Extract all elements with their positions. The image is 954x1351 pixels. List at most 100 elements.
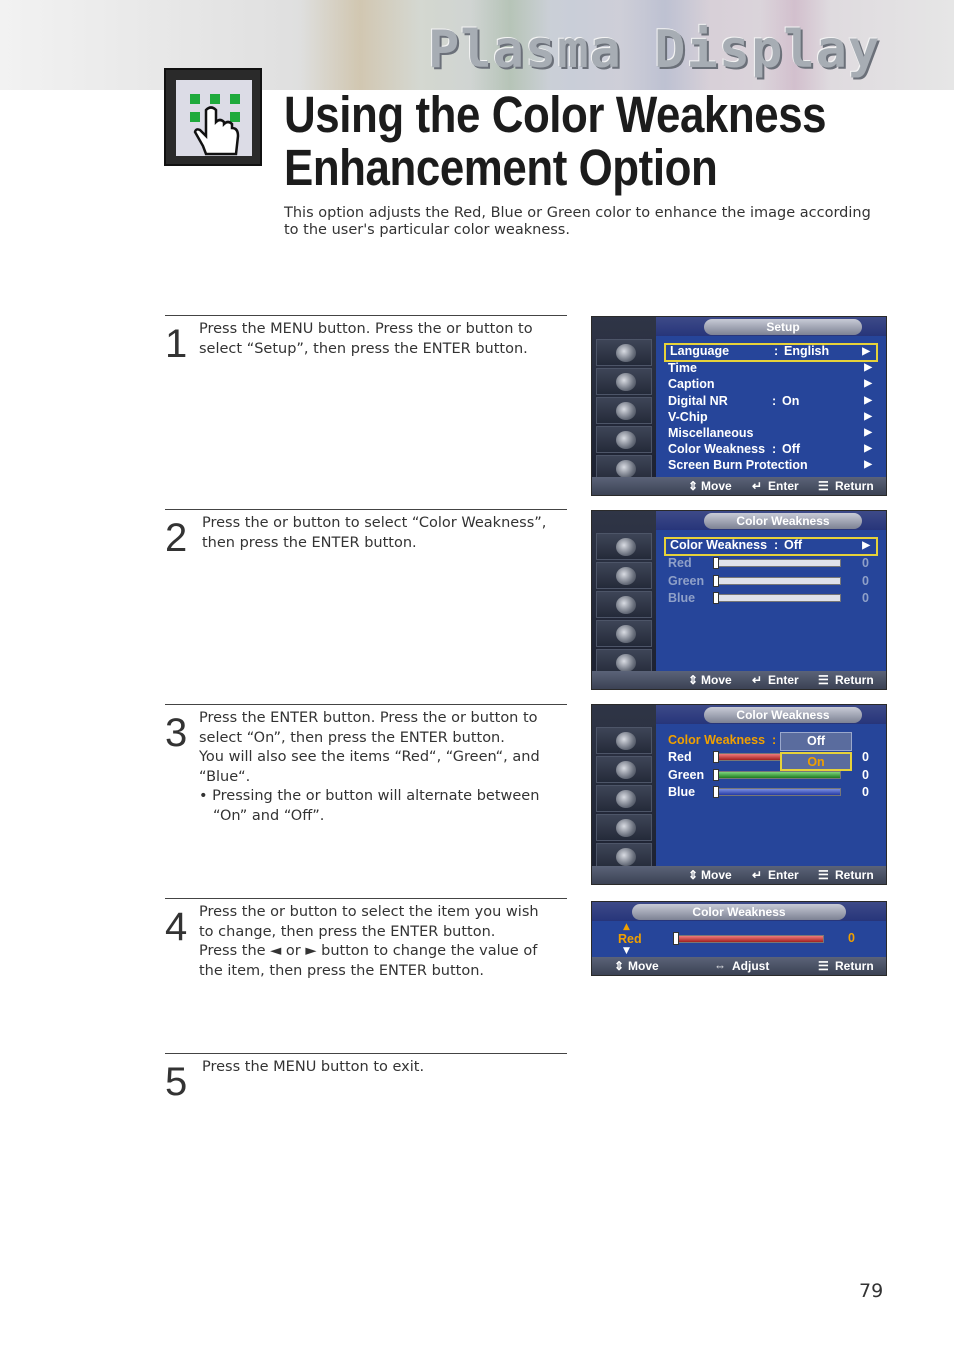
osd-item-miscellaneous[interactable]: Miscellaneous▶ — [668, 426, 872, 440]
setup-menu-icon — [596, 620, 652, 647]
osd-item-color-weakness[interactable]: Color Weakness:Off▶ — [664, 537, 878, 556]
step-3: 3 Press the ENTER button. Press the or b… — [165, 704, 567, 824]
page-number: 79 — [859, 1280, 884, 1302]
step-number: 4 — [165, 905, 188, 949]
arrow-right-icon: ▶ — [862, 346, 870, 357]
return-icon: ☰ — [818, 868, 829, 882]
osd-item-color-weakness[interactable]: Color Weakness: — [668, 733, 777, 747]
step-line: Press the ENTER button. Press the or but… — [199, 710, 538, 726]
osd-item-caption[interactable]: Caption▶ — [668, 377, 872, 391]
enter-icon: ↵ — [752, 673, 763, 687]
osd-item-color-weakness[interactable]: Color Weakness:Off▶ — [668, 442, 872, 456]
intro-text: This option adjusts the Red, Blue or Gre… — [284, 205, 871, 238]
up-down-icon: ⇕ — [688, 673, 699, 687]
channel-menu-icon — [596, 591, 652, 618]
page-title-line1: Using the Color Weakness — [284, 86, 827, 143]
step-line: “Blue“. — [199, 768, 251, 785]
step-line: the item, then press the ENTER button. — [199, 962, 485, 979]
hand-pointer-icon — [164, 68, 262, 166]
adjust-label: Red — [618, 932, 642, 946]
osd-footer: ⇕ Move ↵ Enter ☰ Return — [592, 866, 886, 884]
step-text: Press the or button to select the item y… — [199, 903, 567, 981]
step-line: You will also see the items “Red“, “Gree… — [199, 749, 540, 765]
sound-menu-icon — [596, 562, 652, 589]
osd-footer: ⇕ Move ⇔ Adjust ☰ Return — [592, 957, 886, 975]
up-down-icon: ⇕ — [688, 479, 699, 493]
picture-menu-icon — [596, 339, 652, 366]
step-text: Press the ENTER button. Press the or but… — [199, 709, 567, 826]
osd-title: Color Weakness — [632, 904, 846, 920]
sound-menu-icon — [596, 368, 652, 395]
dropdown-option-on[interactable]: On — [780, 752, 852, 771]
arrow-right-icon: ▶ — [864, 443, 872, 454]
step-text: Press the MENU button to exit. — [202, 1058, 570, 1078]
arrow-right-icon: ▶ — [864, 378, 872, 389]
arrow-right-icon: ▶ — [864, 459, 872, 470]
osd-item-digital-nr[interactable]: Digital NR:On▶ — [668, 394, 872, 408]
step-text: Press the or button to select “Color Wea… — [202, 514, 570, 553]
step-number: 3 — [165, 711, 188, 755]
up-down-icon: ⇕ — [688, 868, 699, 882]
step-1: 1 Press the MENU button. Press the or bu… — [165, 315, 567, 364]
return-icon: ☰ — [818, 959, 829, 973]
dropdown-option-off[interactable]: Off — [780, 732, 852, 751]
sound-menu-icon — [596, 756, 652, 783]
channel-menu-icon — [596, 785, 652, 812]
return-icon: ☰ — [818, 479, 829, 493]
page-title: Using the Color Weakness Enhancement Opt… — [284, 86, 827, 196]
step-line: • Pressing the or button will alternate … — [199, 788, 540, 804]
step-number: 1 — [165, 322, 188, 366]
setup-menu-icon — [596, 426, 652, 453]
slider-knob[interactable] — [673, 932, 679, 945]
osd-footer: ⇕ Move ↵ Enter ☰ Return — [592, 671, 886, 689]
step-2: 2 Press the or button to select “Color W… — [165, 509, 567, 558]
osd-item-v-chip[interactable]: V-Chip▶ — [668, 410, 872, 424]
osd-item-time[interactable]: Time▶ — [668, 361, 872, 375]
osd-title: Color Weakness — [704, 513, 862, 529]
banner-title: Plasma Display — [428, 20, 881, 80]
page-title-line2: Enhancement Option — [284, 139, 718, 196]
step-text: Press the MENU button. Press the or butt… — [199, 320, 567, 359]
osd-item-screen-burn-protection[interactable]: Screen Burn Protection▶ — [668, 458, 872, 472]
arrow-right-icon: ▶ — [864, 362, 872, 373]
setup-menu-icon — [596, 814, 652, 841]
osd-setup-menu: Setup Language:English▶ Time▶ Caption▶ D… — [591, 316, 887, 496]
arrow-right-icon: ▶ — [862, 540, 870, 551]
step-number: 5 — [165, 1060, 188, 1104]
step-4: 4 Press the or button to select the item… — [165, 898, 567, 979]
enter-icon: ↵ — [752, 868, 763, 882]
step-line: Press the MENU button. Press the or butt… — [199, 321, 533, 337]
enter-icon: ↵ — [752, 479, 763, 493]
osd-footer: ⇕ Move ↵ Enter ☰ Return — [592, 477, 886, 495]
osd-title: Setup — [704, 319, 862, 335]
osd-title: Color Weakness — [704, 707, 862, 723]
step-line: select “Setup”, then press the ENTER but… — [199, 340, 528, 357]
picture-menu-icon — [596, 727, 652, 754]
osd-sidebar — [592, 317, 656, 495]
down-arrow-icon: ▼ — [623, 946, 630, 956]
osd-color-adjust: Color Weakness ▲ Red ▼ 0 ⇕ Move ⇔ Adjust… — [591, 901, 887, 976]
arrow-right-icon: ▶ — [864, 411, 872, 422]
up-arrow-icon: ▲ — [623, 922, 630, 932]
step-line: “On” and “Off”. — [213, 807, 325, 824]
step-number: 2 — [165, 516, 188, 560]
return-icon: ☰ — [818, 673, 829, 687]
step-line: then press the ENTER button. — [202, 534, 417, 551]
input-menu-icon — [596, 843, 652, 870]
red-adjust-slider[interactable] — [674, 935, 824, 943]
osd-item-language[interactable]: Language:English▶ — [664, 343, 878, 362]
channel-menu-icon — [596, 397, 652, 424]
picture-menu-icon — [596, 533, 652, 560]
step-5: 5 Press the MENU button to exit. — [165, 1053, 567, 1102]
header-banner: Plasma Display — [0, 0, 954, 90]
step-line: select “On”, then press the ENTER button… — [199, 729, 505, 746]
arrow-right-icon: ▶ — [864, 427, 872, 438]
step-line: Press the ◄ or ► button to change the va… — [199, 943, 538, 959]
step-line: Press the MENU button to exit. — [202, 1059, 425, 1075]
